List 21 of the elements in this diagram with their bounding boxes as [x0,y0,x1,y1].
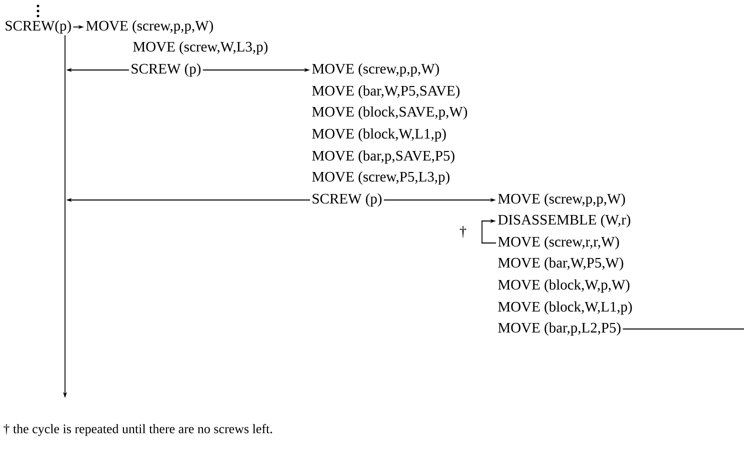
step-text: DISASSEMBLE (W,r) [498,214,630,228]
step-text: MOVE (screw,P5,L3,p) [312,171,450,185]
step-text: MOVE (bar,W,P5,SAVE) [312,85,460,99]
step-text: MOVE (screw,p,p,W) [312,63,439,77]
step-text: MOVE (block,W,p,W) [498,279,630,293]
step-text: MOVE (screw,p,p,W) [86,20,213,34]
step-text: MOVE (bar,W,P5,W) [498,257,624,271]
step-text: MOVE (bar,p,SAVE,P5) [312,150,454,164]
step-text: MOVE (screw,r,r,W) [498,236,619,250]
footnote-mark: † [460,226,466,238]
step-text: MOVE (block,W,L1,p) [498,301,632,315]
step-text: SCREW (p) [132,63,201,77]
step-text: MOVE (screw,p,p,W) [498,193,625,207]
arrow [482,218,496,244]
step-text: SCREW(p) [6,20,71,34]
step-text: MOVE (block,W,L1,p) [312,128,446,142]
step-text: MOVE (screw,W,L3,p) [133,41,268,55]
footnote: † the cycle is repeated until there are no screws left. [4,424,272,436]
step-text: MOVE (block,SAVE,p,W) [312,106,468,120]
step-text: SCREW (p) [312,193,382,207]
step-text: MOVE (bar,p,L2,P5) [498,322,620,336]
